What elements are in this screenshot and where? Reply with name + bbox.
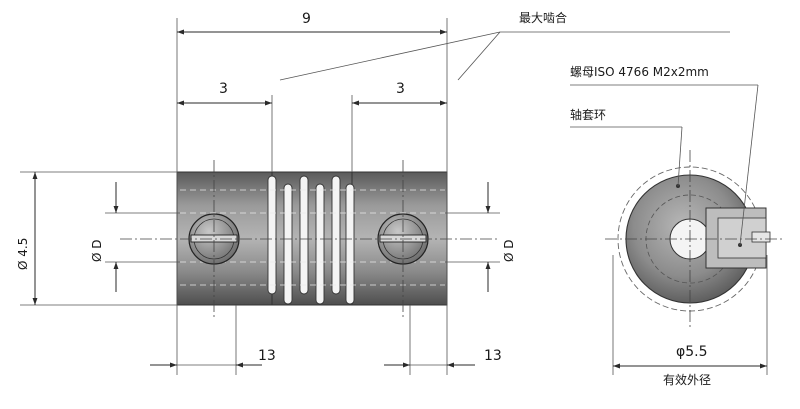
dim-total-length: 9 xyxy=(302,11,311,27)
dim-bore-left: Ø D xyxy=(90,240,104,263)
label-max-engagement: 最大啮合 xyxy=(519,10,567,25)
dim-left-hub: 3 xyxy=(219,81,228,97)
dim-bottom-right: 13 xyxy=(484,348,502,364)
label-set-screw: 螺母ISO 4766 M2x2mm xyxy=(570,65,709,79)
dim-body-diameter: Ø 4.5 xyxy=(16,238,30,270)
side-view: 9 3 3 13 13 Ø 4.5 Ø D Ø D 最大啮合 xyxy=(16,10,730,375)
beam-section xyxy=(267,171,355,306)
dim-bottom-left: 13 xyxy=(258,348,276,364)
dim-bore-right: Ø D xyxy=(502,240,516,263)
end-view: φ5.5 有效外径 螺母ISO 4766 M2x2mm 轴套环 xyxy=(570,65,785,387)
label-collar: 轴套环 xyxy=(570,107,606,122)
label-outer-diameter-caption: 有效外径 xyxy=(663,372,711,387)
dim-right-hub: 3 xyxy=(396,81,405,97)
end-set-screw xyxy=(705,207,771,269)
dim-outer-diameter: φ5.5 xyxy=(676,344,708,360)
